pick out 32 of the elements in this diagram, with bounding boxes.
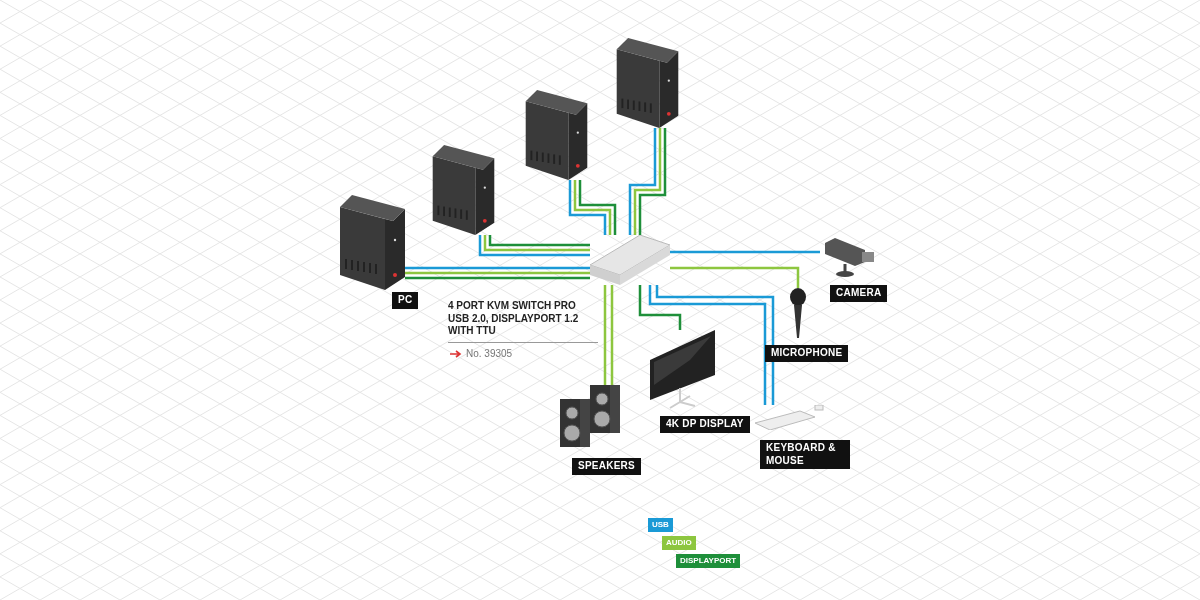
product-number: No. 39305 [466,347,513,361]
device-tag: KEYBOARD & MOUSE [760,440,850,469]
device-tag: SPEAKERS [572,458,641,475]
cable-line [610,285,614,385]
cable-line [483,235,590,252]
legend-tag: DISPLAYPORT [676,554,741,568]
cable-line [638,285,682,330]
cable-line [478,235,590,257]
device-tag: PC [392,292,419,309]
kvm-switch-drawing [590,235,670,285]
legend-tag: AUDIO [662,536,696,550]
legend-tag: USB [648,518,673,532]
device-tag: CAMERA [830,285,888,302]
keyboard-mouse-drawing [755,405,825,430]
cable-line [670,266,800,288]
device-tag: MICROPHONE [765,345,849,362]
cable-line [603,285,607,385]
cable-line [638,128,667,235]
pc-tower-drawing [525,90,588,180]
cable-line [405,276,590,280]
cable-line [488,235,590,247]
microphone-drawing [788,288,808,338]
cable-line [670,250,820,254]
pc-tower-drawing [615,38,680,128]
product-title: 4 PORT KVM SWITCH PRO USB 2.0, DISPLAYPORT 1.2 WITH TTU [448,300,598,343]
cable-line [405,266,590,270]
device-tag: 4K DP DISPLAY [660,416,750,433]
pc-tower-drawing [432,145,495,235]
pc-tower-drawing [340,195,405,290]
cable-line [628,128,657,235]
cable-line [405,271,590,275]
cable-line [633,128,662,235]
